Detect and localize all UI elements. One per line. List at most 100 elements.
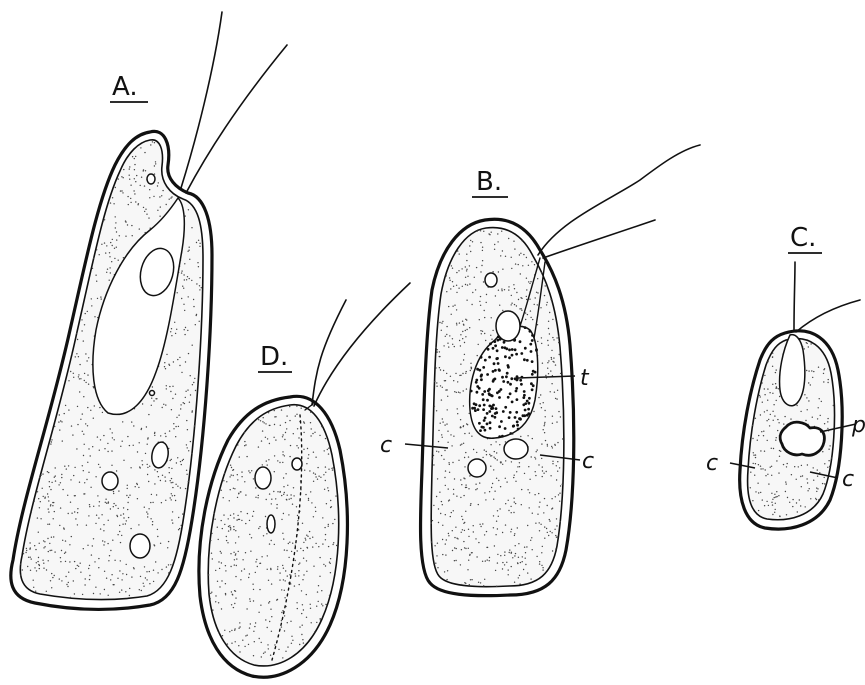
stipple-dot <box>80 419 81 420</box>
stipple-dot <box>269 601 270 602</box>
stipple-dot <box>239 456 240 457</box>
stipple-dot <box>486 302 487 303</box>
stipple-dot <box>139 228 140 229</box>
stipple-dot <box>775 440 776 441</box>
stipple-dot <box>498 516 499 517</box>
stipple-dot <box>114 439 115 440</box>
stipple-dot <box>101 514 102 515</box>
stipple-dot <box>109 267 110 268</box>
stipple-dot <box>26 548 27 549</box>
stipple-dot <box>273 437 274 438</box>
cell-a-vacuole-3 <box>102 472 118 490</box>
stipple-dot <box>145 577 146 578</box>
stipple-dot <box>553 361 554 362</box>
stipple-dot <box>140 185 141 186</box>
stipple-dot <box>448 535 449 536</box>
stipple-dot <box>465 277 466 278</box>
stipple-dot <box>457 408 458 409</box>
stipple-dot <box>119 525 120 526</box>
stipple-dot <box>271 503 272 504</box>
stipple-dot <box>289 406 290 407</box>
stipple-dot <box>484 333 485 334</box>
stipple-dot <box>764 411 765 412</box>
stipple-dot <box>113 203 114 204</box>
tonoplast-dot <box>507 396 510 399</box>
stipple-dot <box>798 466 799 467</box>
stipple-dot <box>51 587 52 588</box>
stipple-dot <box>282 454 283 455</box>
stipple-dot <box>241 476 242 477</box>
stipple-dot <box>222 635 223 636</box>
cell-d-label: D. <box>260 342 288 372</box>
stipple-dot <box>169 365 170 366</box>
stipple-dot <box>764 394 765 395</box>
stipple-dot <box>47 471 48 472</box>
stipple-dot <box>514 555 515 556</box>
stipple-dot <box>281 612 282 613</box>
stipple-dot <box>773 420 774 421</box>
stipple-dot <box>558 411 559 412</box>
stipple-dot <box>287 646 288 647</box>
stipple-dot <box>111 465 112 466</box>
stipple-dot <box>518 557 519 558</box>
stipple-dot <box>294 585 295 586</box>
stipple-dot <box>281 620 282 621</box>
stipple-dot <box>787 463 788 464</box>
stipple-dot <box>437 351 438 352</box>
stipple-dot <box>144 152 145 153</box>
stipple-dot <box>98 505 99 506</box>
tonoplast-dot <box>480 374 483 377</box>
stipple-dot <box>764 388 765 389</box>
stipple-dot <box>142 403 143 404</box>
stipple-dot <box>255 487 256 488</box>
stipple-dot <box>218 539 219 540</box>
stipple-dot <box>480 582 481 583</box>
stipple-dot <box>48 551 49 552</box>
stipple-dot <box>270 655 271 656</box>
stipple-dot <box>308 454 309 455</box>
stipple-dot <box>260 420 261 421</box>
stipple-dot <box>147 474 148 475</box>
stipple-dot <box>274 644 275 645</box>
stipple-dot <box>104 242 105 243</box>
stipple-dot <box>452 344 453 345</box>
stipple-dot <box>466 269 467 270</box>
stipple-dot <box>755 463 756 464</box>
stipple-dot <box>81 319 82 320</box>
tonoplast-dot <box>486 412 489 415</box>
stipple-dot <box>790 418 791 419</box>
stipple-dot <box>40 475 41 476</box>
stipple-dot <box>465 484 466 485</box>
stipple-dot <box>179 357 180 358</box>
stipple-dot <box>752 438 753 439</box>
stipple-dot <box>544 526 545 527</box>
stipple-dot <box>228 526 229 527</box>
stipple-dot <box>108 560 109 561</box>
stipple-dot <box>179 365 180 366</box>
stipple-dot <box>166 388 167 389</box>
stipple-dot <box>155 398 156 399</box>
stipple-dot <box>97 436 98 437</box>
stipple-dot <box>284 590 285 591</box>
stipple-dot <box>87 462 88 463</box>
stipple-dot <box>440 385 441 386</box>
stipple-dot <box>281 519 282 520</box>
tonoplast-dot <box>508 356 511 359</box>
stipple-dot <box>446 579 447 580</box>
stipple-dot <box>324 450 325 451</box>
stipple-dot <box>304 470 305 471</box>
stipple-dot <box>464 354 465 355</box>
stipple-dot <box>67 586 68 587</box>
cell-d: D. <box>199 283 410 677</box>
stipple-dot <box>131 225 132 226</box>
stipple-dot <box>94 316 95 317</box>
stipple-dot <box>303 574 304 575</box>
stipple-dot <box>103 220 104 221</box>
stipple-dot <box>495 570 496 571</box>
stipple-dot <box>183 274 184 275</box>
stipple-dot <box>448 488 449 489</box>
stipple-dot <box>244 445 245 446</box>
stipple-dot <box>811 370 812 371</box>
stipple-dot <box>250 551 251 552</box>
stipple-dot <box>812 417 813 418</box>
